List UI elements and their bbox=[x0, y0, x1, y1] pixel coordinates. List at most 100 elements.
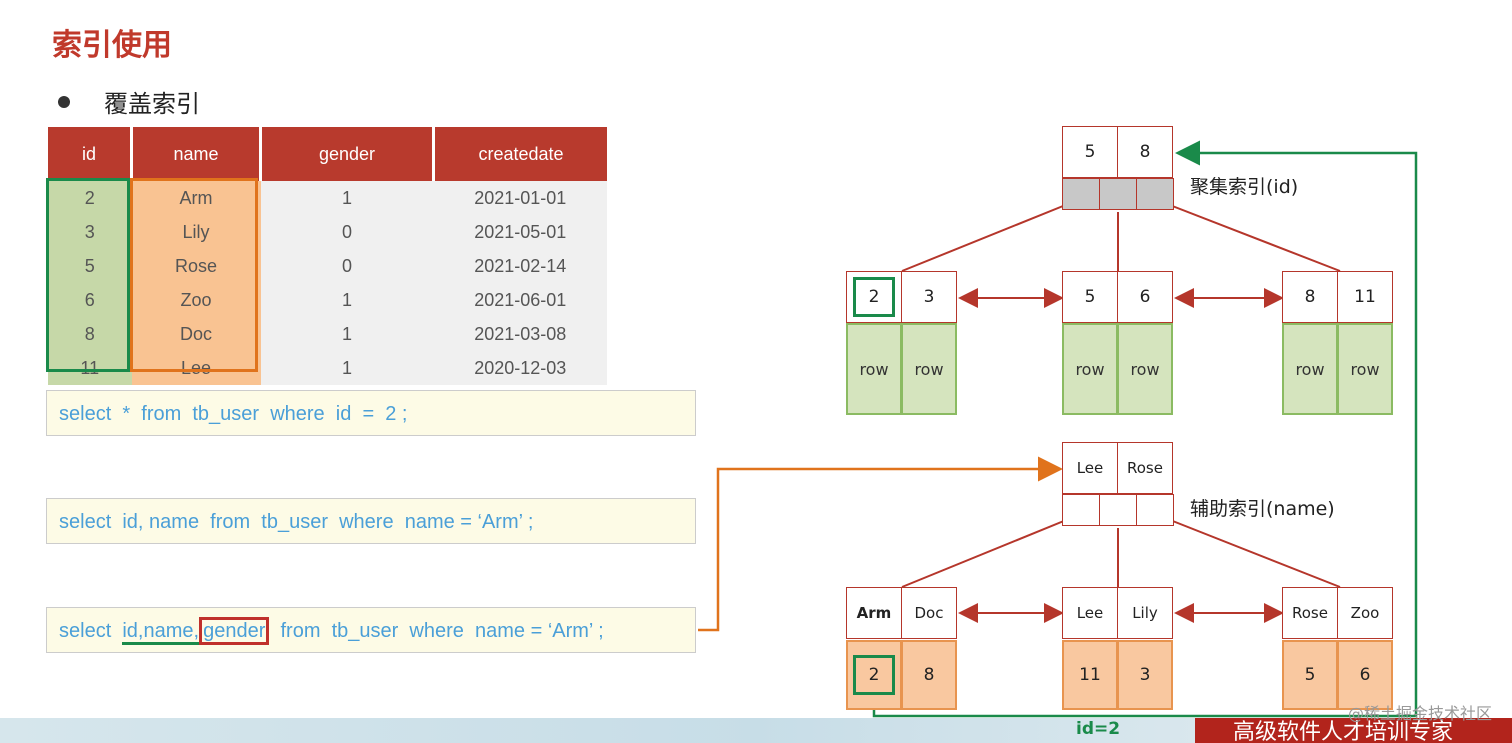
table-row: 2 Arm 1 2021-01-01 bbox=[48, 181, 607, 215]
cell-gender: 1 bbox=[260, 317, 434, 351]
clustered-root-key: 5 bbox=[1062, 126, 1118, 178]
pointer-cell bbox=[1062, 178, 1100, 210]
cell-id: 6 bbox=[48, 283, 132, 317]
clustered-root-pointers bbox=[1062, 178, 1174, 210]
sql-query-3-idname: id,name, bbox=[122, 620, 200, 645]
secondary-leaf-key: Arm bbox=[846, 587, 902, 639]
user-table: id name gender createdate 2 Arm 1 2021-0… bbox=[48, 127, 607, 385]
clustered-leaf-2-rows: row row bbox=[1062, 323, 1173, 415]
cell-createdate: 2021-05-01 bbox=[433, 215, 607, 249]
id-cell: 6 bbox=[1337, 640, 1393, 710]
cell-id: 11 bbox=[48, 351, 132, 385]
cell-createdate: 2021-06-01 bbox=[433, 283, 607, 317]
page-title: 索引使用 bbox=[52, 28, 172, 63]
secondary-leaf-key: Lily bbox=[1117, 587, 1173, 639]
clustered-leaf-key: 6 bbox=[1117, 271, 1173, 323]
cell-name: Arm bbox=[131, 181, 261, 215]
pointer-cell bbox=[1099, 494, 1137, 526]
clustered-leaf-key: 8 bbox=[1282, 271, 1338, 323]
sql-query-3: select id,name,gender from tb_user where… bbox=[46, 607, 696, 653]
header-createdate: createdate bbox=[433, 127, 607, 181]
row-cell: row bbox=[1337, 323, 1393, 415]
secondary-leaf-1-ids: 2 8 bbox=[846, 640, 957, 710]
clustered-leaf-3-rows: row row bbox=[1282, 323, 1393, 415]
secondary-root-pointers bbox=[1062, 494, 1174, 526]
secondary-leaf-key: Lee bbox=[1062, 587, 1118, 639]
row-cell: row bbox=[1062, 323, 1118, 415]
bullet-heading: 覆盖索引 bbox=[58, 84, 200, 119]
clustered-root-key: 8 bbox=[1117, 126, 1173, 178]
table-row: 6 Zoo 1 2021-06-01 bbox=[48, 283, 607, 317]
clustered-leaf-1-rows: row row bbox=[846, 323, 957, 415]
header-gender: gender bbox=[260, 127, 435, 181]
pointer-cell bbox=[1062, 494, 1100, 526]
highlighted-key: 2 bbox=[853, 277, 895, 317]
header-name: name bbox=[131, 127, 262, 181]
cell-id: 2 bbox=[48, 181, 132, 215]
clustered-leaf-key: 5 bbox=[1062, 271, 1118, 323]
clustered-leaf-1: 2 3 bbox=[846, 271, 957, 323]
row-cell: row bbox=[901, 323, 957, 415]
secondary-leaf-2-ids: 11 3 bbox=[1062, 640, 1173, 710]
bullet-icon bbox=[58, 96, 70, 108]
clustered-root-node: 5 8 bbox=[1062, 126, 1173, 178]
cell-id: 8 bbox=[48, 317, 132, 351]
cell-id: 5 bbox=[48, 249, 132, 283]
secondary-index-label: 辅助索引(name) bbox=[1190, 498, 1335, 520]
secondary-root-key: Rose bbox=[1117, 442, 1173, 494]
row-cell: row bbox=[846, 323, 902, 415]
clustered-leaf-3: 8 11 bbox=[1282, 271, 1393, 323]
cell-id: 3 bbox=[48, 215, 132, 249]
bottom-banner: 高级软件人才培训专家 bbox=[1195, 718, 1512, 743]
secondary-leaf-1: Arm Doc bbox=[846, 587, 957, 639]
table-row: 5 Rose 0 2021-02-14 bbox=[48, 249, 607, 283]
sql-query-3-suffix: from tb_user where name = ‘Arm’ ; bbox=[269, 620, 604, 642]
header-id: id bbox=[48, 127, 133, 181]
secondary-leaf-key: Doc bbox=[901, 587, 957, 639]
clustered-leaf-key: 3 bbox=[901, 271, 957, 323]
pointer-cell bbox=[1136, 494, 1174, 526]
clustered-index-label: 聚集索引(id) bbox=[1190, 176, 1299, 198]
highlighted-id: 2 bbox=[853, 655, 895, 695]
cell-createdate: 2021-02-14 bbox=[433, 249, 607, 283]
row-cell: row bbox=[1282, 323, 1338, 415]
cell-gender: 0 bbox=[260, 249, 434, 283]
clustered-leaf-key: 2 bbox=[846, 271, 902, 323]
watermark: @稀土掘金技术社区 bbox=[1347, 704, 1492, 723]
sql-query-3-prefix: select bbox=[59, 620, 123, 642]
id-cell: 2 bbox=[846, 640, 902, 710]
sql-query-2: select id, name from tb_user where name … bbox=[46, 498, 696, 544]
bullet-text: 覆盖索引 bbox=[104, 90, 200, 118]
clustered-leaf-key: 11 bbox=[1337, 271, 1393, 323]
cell-gender: 1 bbox=[260, 351, 434, 385]
cell-name: Rose bbox=[131, 249, 261, 283]
cell-gender: 0 bbox=[260, 215, 434, 249]
cell-createdate: 2021-01-01 bbox=[433, 181, 607, 215]
secondary-root-key: Lee bbox=[1062, 442, 1118, 494]
pointer-cell bbox=[1136, 178, 1174, 210]
id-cell: 11 bbox=[1062, 640, 1118, 710]
cell-createdate: 2021-03-08 bbox=[433, 317, 607, 351]
cell-gender: 1 bbox=[260, 181, 434, 215]
sql-query-3-gender: gender bbox=[199, 617, 270, 645]
secondary-root-node: Lee Rose bbox=[1062, 442, 1173, 494]
table-row: 11 Lee 1 2020-12-03 bbox=[48, 351, 607, 385]
table-row: 3 Lily 0 2021-05-01 bbox=[48, 215, 607, 249]
row-cell: row bbox=[1117, 323, 1173, 415]
id-cell: 3 bbox=[1117, 640, 1173, 710]
sql-query-1: select * from tb_user where id = 2 ; bbox=[46, 390, 696, 436]
table-row: 8 Doc 1 2021-03-08 bbox=[48, 317, 607, 351]
cell-name: Lily bbox=[131, 215, 261, 249]
cell-name: Zoo bbox=[131, 283, 261, 317]
secondary-leaf-key: Rose bbox=[1282, 587, 1338, 639]
secondary-leaf-3: Rose Zoo bbox=[1282, 587, 1393, 639]
id-cell: 5 bbox=[1282, 640, 1338, 710]
id-cell: 8 bbox=[901, 640, 957, 710]
secondary-leaf-key: Zoo bbox=[1337, 587, 1393, 639]
secondary-leaf-3-ids: 5 6 bbox=[1282, 640, 1393, 710]
lookup-id-label: id=2 bbox=[1076, 719, 1121, 739]
cell-name: Lee bbox=[131, 351, 261, 385]
cell-gender: 1 bbox=[260, 283, 434, 317]
cell-name: Doc bbox=[131, 317, 261, 351]
pointer-cell bbox=[1099, 178, 1137, 210]
